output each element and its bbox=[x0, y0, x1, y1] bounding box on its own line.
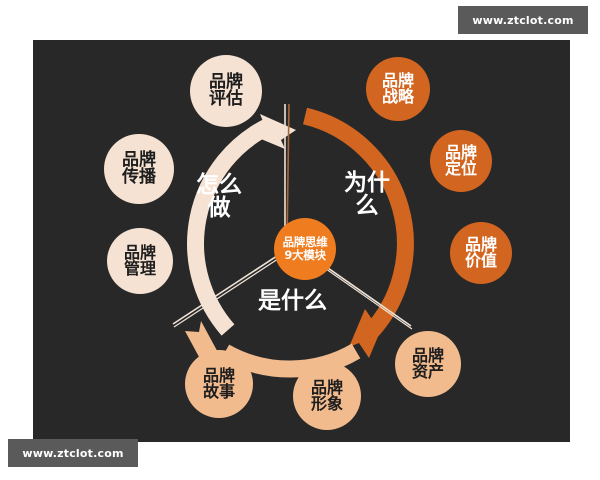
module-label-line1: 品牌 bbox=[444, 142, 477, 162]
watermark-top-right: www.ztclot.com bbox=[458, 6, 588, 34]
module-bubble-xingxiang[interactable]: 品牌 形象 bbox=[293, 362, 361, 430]
module-bubble-zichan[interactable]: 品牌 资产 bbox=[395, 331, 461, 397]
sector-label-how-line1: 怎么 bbox=[196, 172, 242, 198]
module-bubble-gushi[interactable]: 品牌 故事 bbox=[185, 350, 253, 418]
module-label-line2: 资产 bbox=[411, 362, 444, 381]
watermark-bottom-left: www.ztclot.com bbox=[8, 439, 138, 467]
module-label-line1: 品牌 bbox=[464, 234, 497, 254]
sector-label-how: 怎么 做 bbox=[196, 174, 242, 220]
module-label-line2: 价值 bbox=[464, 251, 497, 270]
module-bubble-jiazhi[interactable]: 品牌 价值 bbox=[450, 222, 512, 284]
module-bubble-chuanbo[interactable]: 品牌 传播 bbox=[104, 134, 174, 204]
module-bubble-guanli[interactable]: 品牌 管理 bbox=[107, 228, 173, 294]
module-bubble-dingwei[interactable]: 品牌 定位 bbox=[430, 130, 492, 192]
sector-label-how-line2: 做 bbox=[207, 195, 231, 221]
module-label-line2: 评估 bbox=[209, 89, 243, 109]
circular-arrow-diagram bbox=[172, 103, 414, 378]
hub-label-line2: 9大模块 bbox=[284, 248, 326, 262]
module-label-line2: 战略 bbox=[381, 87, 414, 106]
module-bubble-pingu[interactable]: 品牌 评估 bbox=[190, 55, 262, 127]
sector-label-what-line1: 是什么 bbox=[258, 288, 327, 314]
module-label-line1: 品牌 bbox=[122, 149, 156, 170]
module-label-line2: 传播 bbox=[122, 167, 156, 187]
sector-label-why-line1: 为什 bbox=[344, 170, 390, 196]
watermark-text: www.ztclot.com bbox=[472, 13, 574, 27]
module-label-line2: 故事 bbox=[202, 382, 235, 401]
module-label-line1: 品牌 bbox=[123, 242, 156, 262]
module-label-line1: 品牌 bbox=[411, 345, 444, 365]
module-label-line2: 形象 bbox=[310, 394, 343, 413]
hub-label-line1: 品牌思维 bbox=[282, 234, 328, 249]
module-label-line1: 品牌 bbox=[209, 71, 243, 92]
module-label-line1: 品牌 bbox=[381, 70, 414, 90]
module-label-line2: 定位 bbox=[444, 159, 477, 178]
arc-why bbox=[302, 107, 414, 358]
module-label-line1: 品牌 bbox=[202, 365, 235, 385]
module-label-line1: 品牌 bbox=[310, 377, 343, 397]
center-hub[interactable]: 品牌思维 9大模块 bbox=[274, 218, 336, 280]
module-label-line2: 管理 bbox=[123, 259, 156, 278]
arc-how bbox=[187, 114, 296, 336]
watermark-text: www.ztclot.com bbox=[22, 446, 124, 460]
sector-label-why-line2: 么 bbox=[355, 193, 379, 219]
sector-label-what: 是什么 bbox=[258, 290, 327, 313]
module-bubble-zhanlue[interactable]: 品牌 战略 bbox=[366, 57, 430, 121]
sector-label-why: 为什 么 bbox=[344, 172, 390, 218]
